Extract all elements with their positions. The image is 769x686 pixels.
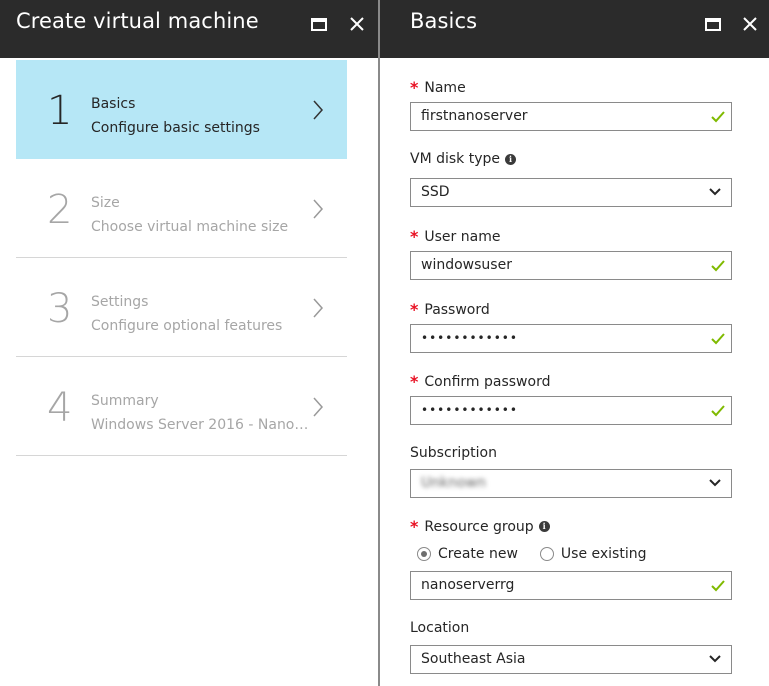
step-subtitle: Windows Server 2016 - Nano S... [91,417,311,433]
radio-empty-icon [539,547,554,561]
wizard-steps: 1 Basics Configure basic settings 2 Size… [16,60,347,456]
name-input[interactable]: firstnanoserver [410,102,732,131]
maximize-button[interactable] [702,13,724,35]
disk-type-value: SSD [421,184,450,200]
subscription-label: Subscription [410,445,497,461]
check-icon [711,333,725,345]
step-settings[interactable]: 3 Settings Configure optional features [16,258,347,357]
location-value: Southeast Asia [421,651,526,667]
check-icon [711,111,725,123]
step-subtitle: Configure basic settings [91,120,260,136]
name-label: * Name [410,78,466,97]
step-number: 3 [47,286,73,332]
step-summary[interactable]: 4 Summary Windows Server 2016 - Nano S..… [16,357,347,456]
close-button[interactable] [346,13,368,35]
close-icon [743,17,757,31]
create-new-radio[interactable]: Create new [417,546,518,562]
maximize-icon [705,17,721,31]
disk-type-label: VM disk type i [410,151,517,167]
location-select[interactable]: Southeast Asia [410,645,732,674]
use-existing-radio[interactable]: Use existing [539,546,647,562]
confirm-password-label: * Confirm password [410,372,551,391]
chevron-right-icon [313,397,324,417]
confirm-password-value: •••••••••••• [421,403,518,417]
step-title: Size [91,195,120,211]
step-number: 1 [47,88,73,134]
step-size[interactable]: 2 Size Choose virtual machine size [16,159,347,258]
check-icon [711,260,725,272]
blade-title: Basics [410,9,478,33]
required-asterisk: * [410,78,419,97]
resource-group-input[interactable]: nanoserverrg [410,571,732,600]
username-input[interactable]: windowsuser [410,251,732,280]
basics-blade: Basics * Name firstnanoserver VM disk ty… [380,0,769,686]
info-icon[interactable]: i [538,521,550,532]
step-subtitle: Configure optional features [91,318,283,334]
blade-header: Basics [380,0,769,58]
required-asterisk: * [410,300,419,319]
close-icon [350,17,364,31]
info-icon[interactable]: i [505,153,517,165]
password-label: * Password [410,300,490,319]
check-icon [711,580,725,592]
step-title: Summary [91,393,159,409]
check-icon [711,405,725,417]
step-number: 4 [47,385,73,431]
username-label: * User name [410,227,501,246]
maximize-icon [311,17,327,31]
step-title: Basics [91,96,136,112]
password-value: •••••••••••• [421,331,518,345]
required-asterisk: * [410,372,419,391]
resource-group-value: nanoserverrg [421,577,515,593]
resource-group-label: * Resource group i [410,517,550,536]
chevron-right-icon [313,100,324,120]
username-value: windowsuser [421,257,512,273]
blade-divider [378,0,380,686]
chevron-right-icon [313,298,324,318]
blade-header: Create virtual machine [0,0,378,58]
subscription-select[interactable]: Unknown [410,469,732,498]
chevron-down-icon [709,655,721,663]
required-asterisk: * [410,517,419,536]
subscription-value: Unknown [421,475,486,491]
step-title: Settings [91,294,149,310]
blade-title: Create virtual machine [16,9,259,33]
required-asterisk: * [410,227,419,246]
chevron-down-icon [709,479,721,487]
maximize-button[interactable] [308,13,330,35]
step-subtitle: Choose virtual machine size [91,219,289,235]
step-basics[interactable]: 1 Basics Configure basic settings [16,60,347,159]
resource-group-options: Create new Use existing [417,546,669,562]
chevron-down-icon [709,188,721,196]
chevron-right-icon [313,199,324,219]
close-button[interactable] [739,13,761,35]
radio-selected-icon [417,547,431,561]
create-vm-blade: Create virtual machine 1 Basics Configur… [0,0,378,686]
step-number: 2 [47,187,73,233]
location-label: Location [410,620,470,636]
name-value: firstnanoserver [421,108,528,124]
confirm-password-input[interactable]: •••••••••••• [410,396,732,425]
disk-type-select[interactable]: SSD [410,178,732,207]
password-input[interactable]: •••••••••••• [410,324,732,353]
